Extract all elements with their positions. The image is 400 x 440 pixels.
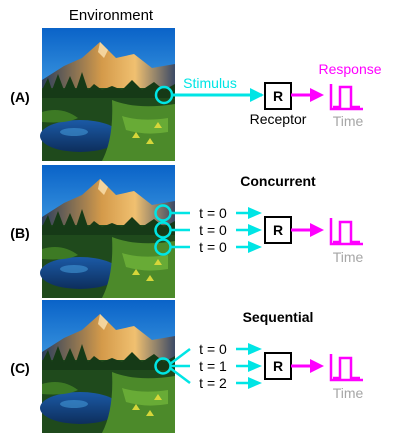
concurrent-stimuli [154, 204, 262, 256]
response-plot-b [329, 218, 363, 246]
panel-a: (A) Stimulus R Receptor Response Time [10, 28, 382, 161]
time-label-a: Time [333, 113, 364, 129]
response-plot-a [329, 84, 363, 111]
receptor-box-a [264, 82, 292, 110]
stimulus-label: Stimulus [183, 75, 237, 91]
receptor-box-c [264, 352, 292, 380]
stimulus-region-b-1 [154, 204, 172, 222]
time-label-b: Time [333, 249, 364, 265]
time-step-b-2: t = 0 [199, 222, 227, 238]
time-step-c-1: t = 1 [199, 358, 227, 374]
concurrent-title: Concurrent [240, 173, 316, 189]
panel-b-label: (B) [10, 225, 29, 241]
sequential-title: Sequential [243, 309, 314, 325]
panel-c-label: (C) [10, 360, 29, 376]
time-label-c: Time [333, 385, 364, 401]
time-step-b-3: t = 0 [199, 239, 227, 255]
receptor-symbol-a: R [273, 88, 283, 104]
time-step-c-2: t = 2 [199, 375, 227, 391]
stimulus-region-b-3 [154, 238, 172, 256]
stimulus-region-c [154, 357, 172, 375]
time-step-b-1: t = 0 [199, 205, 227, 221]
panel-b: (B) Concurrent t = 0 t = 0 t = 0 R Time [10, 165, 364, 298]
receptor-symbol-b: R [273, 222, 283, 238]
response-label: Response [318, 61, 381, 77]
receptor-label: Receptor [250, 111, 307, 127]
panel-a-label: (A) [10, 89, 29, 105]
response-plot-c [329, 354, 363, 382]
sequential-stimuli [154, 343, 262, 389]
receptor-symbol-c: R [273, 358, 283, 374]
stimulus-region-b-2 [154, 221, 172, 239]
environment-heading: Environment [69, 7, 154, 24]
time-step-c-0: t = 0 [199, 341, 227, 357]
panel-c: (C) Sequential t = 0 t = 1 t = 2 R Time [10, 300, 364, 433]
landscape-image-a [40, 28, 175, 161]
